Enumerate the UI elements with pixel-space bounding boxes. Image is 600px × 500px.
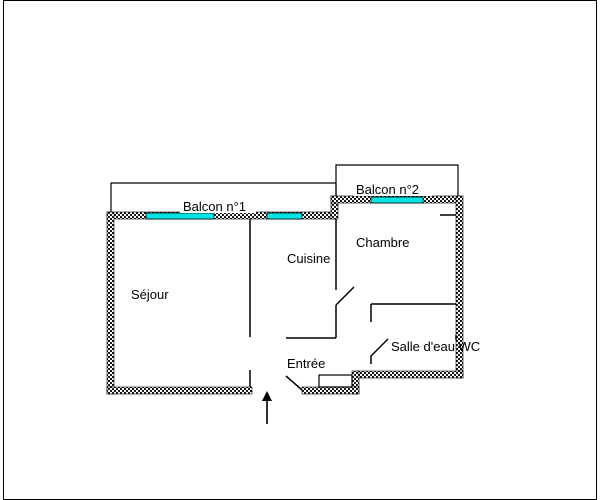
entree-closet — [318, 374, 353, 388]
interior-walls — [249, 214, 457, 391]
label-sejour: Séjour — [131, 287, 169, 302]
label-balcon-1: Balcon n°1 — [183, 199, 246, 214]
balcon1-label-bg — [180, 199, 256, 213]
balcony-2 — [335, 164, 459, 199]
door-entree — [285, 375, 303, 391]
label-cuisine: Cuisine — [287, 251, 330, 266]
label-entree: Entrée — [287, 356, 325, 371]
balcon2-label-bg — [354, 182, 432, 196]
window-chambre — [370, 196, 424, 204]
page-border — [3, 0, 597, 500]
door-cuisine — [335, 286, 355, 306]
label-balcon-2: Balcon n°2 — [356, 182, 419, 197]
wall-bottom-right — [357, 370, 464, 379]
wall-left — [106, 211, 115, 395]
label-salle-eau: Salle d'eau WC — [391, 339, 480, 354]
wall-bottom-left — [106, 386, 253, 395]
label-chambre: Chambre — [356, 235, 409, 250]
window-cuisine — [266, 212, 303, 220]
door-salle-eau — [370, 338, 389, 357]
entrance-arrow-icon — [262, 391, 272, 424]
wall-bottom-entry — [301, 386, 360, 395]
